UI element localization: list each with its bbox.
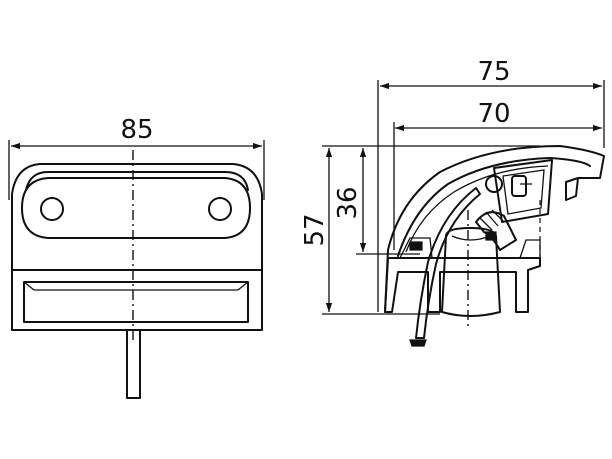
side-bolt-left — [409, 241, 423, 251]
side-view: 75 70 57 36 — [300, 57, 605, 347]
dimension-57-label: 57 — [300, 213, 330, 246]
dimension-75: 75 — [377, 57, 605, 312]
side-housing-inner — [397, 157, 591, 257]
dimension-70-label: 70 — [477, 99, 510, 129]
side-bulb-contact — [520, 178, 532, 192]
side-cable — [415, 187, 481, 339]
side-base-gusset-right — [519, 239, 541, 259]
front-upper-lid — [25, 171, 249, 191]
side-base-gusset-left — [399, 237, 433, 259]
front-view: 85 — [8, 115, 265, 399]
front-lens-bevel — [23, 281, 249, 291]
front-lens-window — [23, 281, 249, 323]
side-housing-rib — [405, 165, 549, 253]
mount-hole-right — [208, 197, 232, 221]
front-upper-body — [11, 163, 263, 271]
mount-hole-left — [40, 197, 64, 221]
front-mount-plate — [21, 177, 251, 239]
side-bulb-socket — [511, 175, 527, 197]
dimension-57: 57 — [300, 145, 540, 315]
front-lower-body — [11, 269, 263, 331]
side-bulb-bracket — [493, 159, 553, 223]
dimension-85-label: 85 — [120, 115, 153, 145]
dimension-85: 85 — [8, 115, 265, 200]
side-bulb — [485, 175, 503, 193]
dimension-75-label: 75 — [477, 57, 510, 87]
dimension-70: 70 — [393, 99, 602, 250]
dimension-36: 36 — [333, 148, 420, 255]
side-lamp-cylinder — [441, 227, 501, 317]
side-bolt-right — [485, 231, 497, 241]
side-lamp-cylinder-top — [451, 235, 491, 241]
side-elbow-rings — [479, 209, 505, 231]
side-cable-end — [409, 339, 427, 347]
side-right-clip — [565, 177, 579, 201]
front-cable — [126, 329, 141, 399]
side-bulb-bracket-inner — [502, 169, 545, 215]
side-housing-outer — [384, 145, 605, 313]
side-base-plate — [384, 257, 541, 313]
dimension-36-label: 36 — [333, 186, 363, 219]
